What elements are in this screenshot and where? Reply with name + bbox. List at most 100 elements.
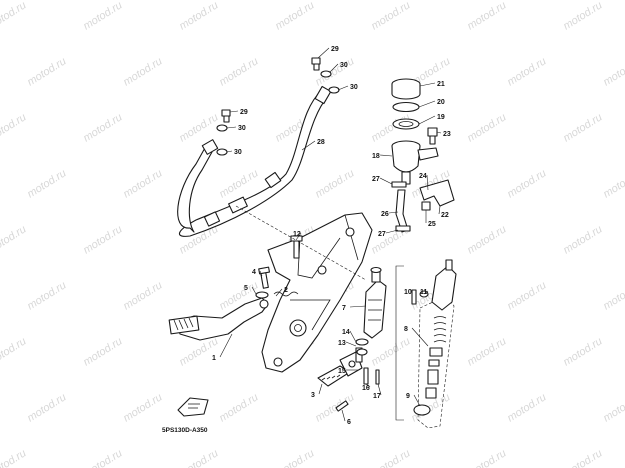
pedal-pad [168, 315, 200, 335]
callout-label-1: 1 [212, 355, 216, 362]
watermark-text: motod.ru [121, 391, 164, 424]
lower-washer-a [216, 124, 228, 132]
watermark-text: motod.ru [465, 111, 508, 144]
watermark-text: motod.ru [121, 167, 164, 200]
watermark-text: motod.ru [81, 447, 124, 468]
watermark-text: motod.ru [561, 111, 604, 144]
callout-label-20: 20 [437, 99, 445, 106]
leader-line [365, 383, 371, 388]
callout-label-22: 22 [441, 212, 449, 219]
callout-label-30: 30 [350, 84, 358, 91]
watermark-text: motod.ru [505, 391, 548, 424]
reservoir-body [391, 140, 439, 185]
leader-line [418, 115, 436, 125]
callout-label-6: 6 [347, 419, 351, 426]
watermark-text: motod.ru [369, 0, 412, 33]
watermark-text: motod.ru [369, 447, 412, 468]
leader-line [229, 110, 239, 113]
callout-label-25: 25 [428, 221, 436, 228]
reservoir-cap [391, 78, 421, 100]
callout-label-11: 11 [420, 289, 428, 296]
leader-line [251, 286, 257, 295]
callout-label-27: 27 [378, 231, 386, 238]
leader-line [337, 85, 349, 91]
callout-label-14: 14 [342, 329, 350, 336]
watermark-text: motod.ru [177, 335, 220, 368]
watermark-text: motod.ru [25, 391, 68, 424]
watermark-text: motod.ru [81, 0, 124, 33]
watermark-text: motod.ru [313, 167, 356, 200]
callout-label-30: 30 [340, 62, 348, 69]
leader-line [418, 100, 436, 108]
leader-line [379, 154, 393, 157]
leader-line [226, 126, 237, 129]
watermark-text: motod.ru [81, 223, 124, 256]
watermark-text: motod.ru [0, 335, 28, 368]
watermark-text: motod.ru [465, 335, 508, 368]
callout-label-30: 30 [234, 149, 242, 156]
callout-label-2: 2 [284, 287, 288, 294]
callout-label-7: 7 [342, 305, 346, 312]
watermark-text: motod.ru [217, 55, 260, 88]
watermark-text: motod.ru [177, 111, 220, 144]
callout-label-5: 5 [244, 285, 248, 292]
watermark-text: motod.ru [121, 55, 164, 88]
callout-label-3: 3 [311, 392, 315, 399]
callout-label-28: 28 [317, 139, 325, 146]
callout-label-10: 10 [404, 289, 412, 296]
callout-label-18: 18 [372, 153, 380, 160]
watermark-text: motod.ru [561, 0, 604, 33]
master-cylinder-kit [411, 259, 457, 416]
leader-line [219, 333, 233, 358]
leader-line [379, 177, 393, 185]
leader-line [385, 229, 399, 234]
reservoir-hose [391, 181, 411, 233]
callout-label-17: 17 [373, 393, 381, 400]
callout-label-26: 26 [381, 211, 389, 218]
bracket-bolt [290, 235, 303, 259]
watermark-text: motod.ru [273, 0, 316, 33]
callout-label-8: 8 [404, 326, 408, 333]
callout-label-24: 24 [419, 173, 427, 180]
lower-union-bolt [221, 109, 231, 123]
leader-line [419, 82, 436, 87]
leader-line [226, 150, 233, 153]
watermark-text: motod.ru [0, 447, 28, 468]
watermark-text: motod.ru [177, 447, 220, 468]
callout-label-30: 30 [238, 125, 246, 132]
watermark-text: motod.ru [601, 391, 625, 424]
reservoir-diaphragm [392, 118, 420, 130]
leader-line [317, 47, 330, 59]
watermark-text: motod.ru [561, 447, 604, 468]
leader-line [259, 270, 263, 277]
watermark-text: motod.ru [0, 223, 28, 256]
watermark-text: motod.ru [25, 167, 68, 200]
brake-pedal [168, 297, 269, 341]
callout-label-13: 13 [338, 340, 346, 347]
leader-line [301, 140, 316, 151]
watermark-text: motod.ru [465, 447, 508, 468]
leader-line [423, 290, 429, 295]
leader-line [295, 232, 302, 241]
watermark-text: motod.ru [505, 55, 548, 88]
watermark-text: motod.ru [0, 0, 28, 33]
leader-line [318, 383, 323, 395]
watermark-text: motod.ru [601, 167, 625, 200]
callout-label-15: 15 [338, 368, 346, 375]
diagram-code: 5PS130D-A350 [162, 427, 208, 434]
cap-plate [392, 101, 420, 113]
leader-line [388, 211, 399, 214]
brake-hose [177, 85, 332, 237]
upper-union-bolt [311, 57, 321, 71]
watermark-text: motod.ru [561, 223, 604, 256]
kit-outline [417, 295, 455, 429]
callout-label-12: 12 [293, 231, 301, 238]
watermark-text: motod.ru [465, 0, 508, 33]
callout-label-9: 9 [406, 393, 410, 400]
watermark-text: motod.ru [0, 111, 28, 144]
leader-line [438, 205, 441, 215]
watermark-text: motod.ru [505, 167, 548, 200]
pedal-bolt [255, 266, 270, 299]
leader-line [349, 330, 357, 343]
